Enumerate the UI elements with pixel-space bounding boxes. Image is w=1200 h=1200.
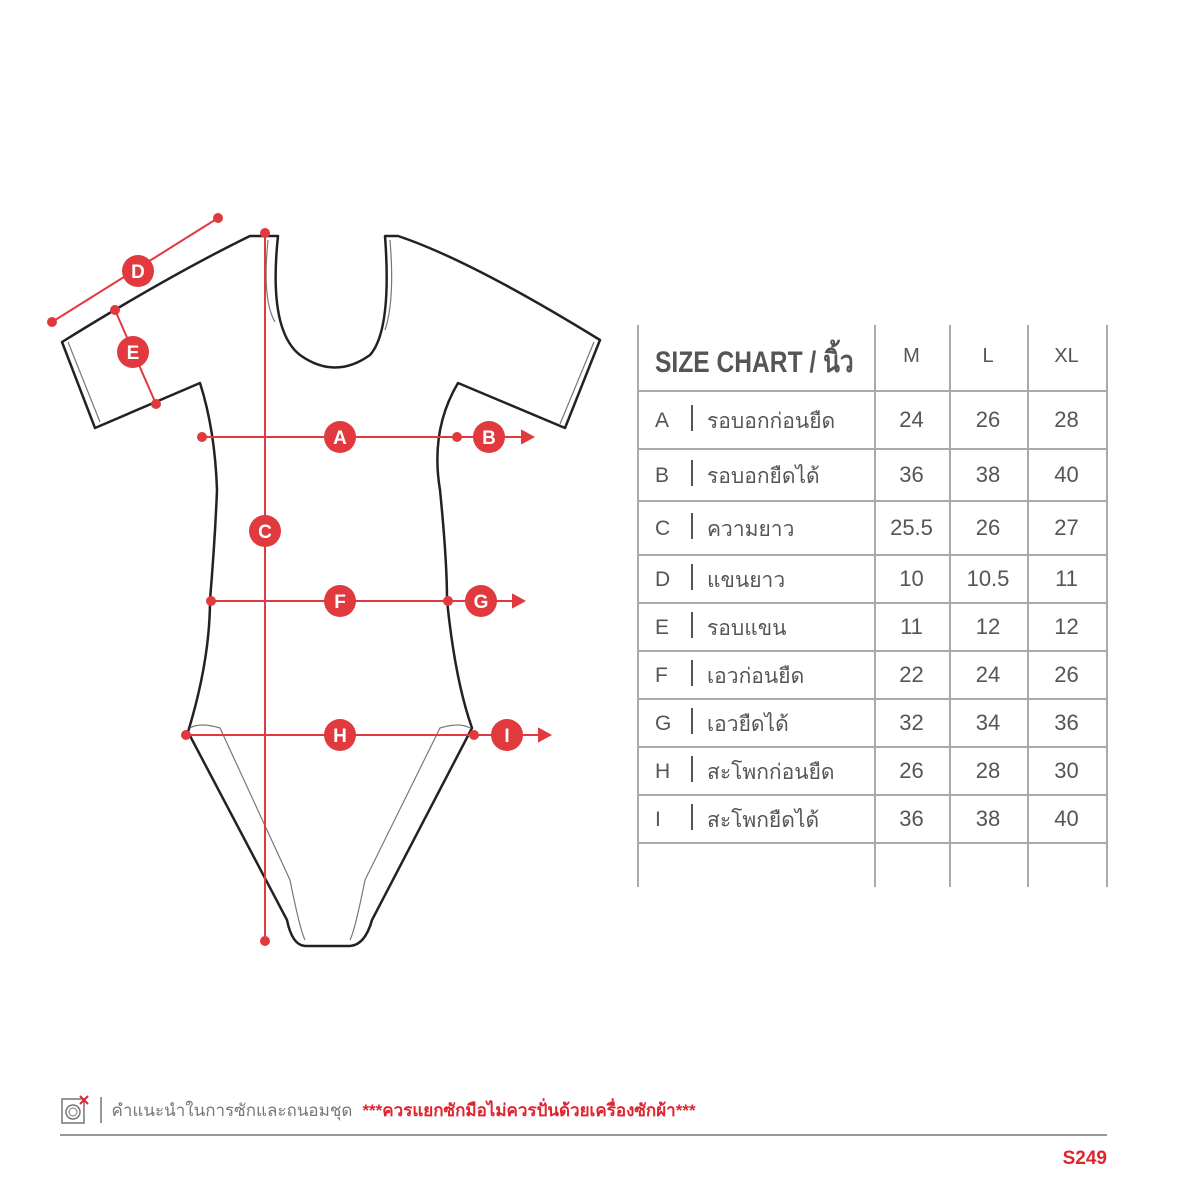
size-value: 36 [899,462,924,487]
row-separator [691,708,693,734]
size-value: 38 [975,462,1001,487]
product-code: S249 [1062,1148,1107,1169]
size-value: 24 [899,407,924,432]
row-label: รอบอกก่อนยืด [707,410,836,433]
row-key: D [655,568,671,591]
marker-e: E [117,336,149,368]
marker-label: G [474,592,489,613]
row-separator [691,756,693,782]
marker-label: C [258,522,272,543]
size-value: 24 [975,662,1001,687]
size-value: 10.5 [966,566,1010,591]
size-value: 11 [1055,566,1078,591]
care-warning: ***ควรแยกซักมือไม่ควรปั่นด้วยเครื่องซักผ… [362,1100,696,1120]
row-separator [691,564,693,590]
marker-label: D [131,262,145,283]
size-value: 34 [975,710,1001,735]
row-label: เอวยืดได้ [707,713,789,736]
row-label: เอวก่อนยืด [707,665,805,688]
row-key: G [655,712,672,735]
size-value: 40 [1054,806,1079,831]
measurement-lines [47,213,553,946]
row-divider [637,698,1107,700]
size-value: 26 [1054,662,1079,687]
care-instructions-label: คำแนะนำในการซักและถนอมชุด [111,1100,353,1120]
footer-divider [60,1134,1107,1136]
size-value: 12 [1054,614,1079,639]
row-label: สะโพกยืดได้ [707,809,820,832]
row-key: I [655,808,661,831]
marker-f: F [324,585,356,617]
bodysuit-outline [60,234,602,948]
marker-badges: A B C D E F G H I [117,255,523,751]
row-label: สะโพกก่อนยืด [707,761,835,784]
size-header-l: L [982,345,994,367]
marker-b: B [473,421,505,453]
row-divider [637,500,1107,502]
size-header-xl: XL [1054,345,1079,367]
row-divider [637,650,1107,652]
size-value: 36 [899,806,924,831]
size-value: 32 [899,710,924,735]
row-separator [691,660,693,686]
marker-h: H [324,719,356,751]
size-header-m: M [903,345,920,367]
row-key: H [655,760,671,783]
marker-label: F [334,592,346,613]
bodysuit-diagram: A B C D E F G H I [47,213,602,948]
marker-i: I [491,719,523,751]
row-separator [691,612,693,638]
row-divider [637,602,1107,604]
marker-g: G [465,585,497,617]
no-washing-machine-icon [61,1095,89,1124]
row-divider [637,390,1107,392]
row-label: แขนยาว [707,569,786,592]
marker-label: I [504,726,509,747]
table-title: SIZE CHART / นิ้ว [655,346,854,379]
size-chart-table: SIZE CHART / นิ้ว M L XL A รอบอกก่อนยืด 24… [637,325,1108,887]
row-label: รอบแขน [707,617,787,640]
size-value: 12 [975,614,1001,639]
row-key: C [655,517,671,540]
marker-label: A [333,428,347,449]
row-separator [691,460,693,486]
size-value: 26 [975,407,1001,432]
size-value: 11 [900,614,923,639]
row-key: E [655,616,670,639]
size-value: 26 [899,758,924,783]
row-separator [691,405,693,431]
row-key: B [655,464,670,487]
size-value: 30 [1054,758,1079,783]
marker-c: C [249,515,281,547]
row-label: ความยาว [707,518,795,541]
row-divider [637,448,1107,450]
marker-d: D [122,255,154,287]
row-divider [637,746,1107,748]
row-divider [637,842,1107,844]
size-value: 22 [899,662,924,687]
row-key: F [655,664,668,687]
row-separator [691,513,693,539]
size-value: 40 [1054,462,1079,487]
size-value: 26 [975,515,1001,540]
size-value: 38 [975,806,1001,831]
row-label: รอบอกยืดได้ [707,465,820,488]
row-divider [637,554,1107,556]
marker-label: E [127,343,140,364]
size-value: 28 [975,758,1001,783]
row-key: A [655,409,670,432]
size-value: 28 [1054,407,1079,432]
marker-a: A [324,421,356,453]
row-divider [637,794,1107,796]
row-separator [691,804,693,830]
size-value: 27 [1054,515,1079,540]
care-footer: คำแนะนำในการซักและถนอมชุด ***ควรแยกซักมื… [60,1095,696,1125]
size-value: 25.5 [890,515,933,540]
marker-label: B [482,428,496,449]
size-value: 36 [1054,710,1079,735]
marker-label: H [333,726,347,747]
size-value: 10 [899,566,924,591]
